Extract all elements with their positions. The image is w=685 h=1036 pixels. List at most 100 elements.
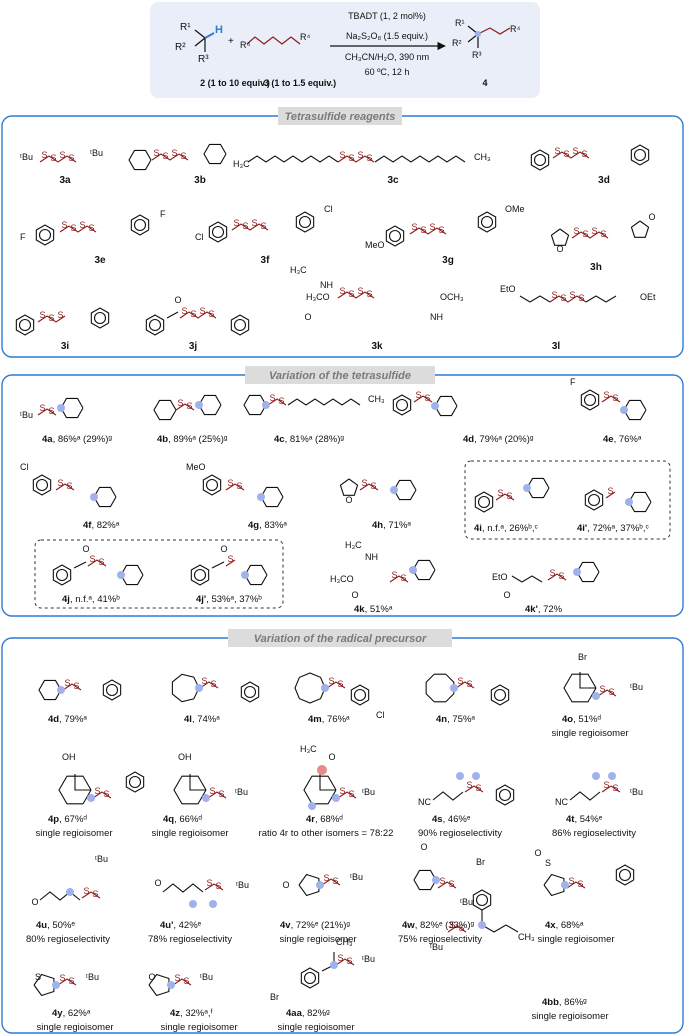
disulfide-4b: [175, 403, 195, 411]
fluorine: F: [570, 377, 576, 387]
product-4x-label: 4x, 68%ᵃ: [545, 920, 584, 931]
sulfur-atom: S: [180, 151, 186, 161]
aromatic-circle: [148, 318, 162, 332]
sulfone-oxygen: O: [534, 848, 541, 858]
sulfur-atom: S: [57, 478, 63, 488]
sulfur-atom: S: [208, 309, 214, 319]
site-dot-4j-prime: [241, 571, 249, 579]
disulfide-4aa: [335, 958, 355, 966]
site-dot-4f: [90, 493, 98, 501]
product-4o-note: single regioisomer: [551, 728, 628, 739]
condition-oxidant: Na₂S₂O₈ (1.5 equiv.): [346, 31, 428, 41]
site-dot-4r-2: [308, 802, 316, 810]
sulfur-atom: S: [438, 225, 444, 235]
adamantane-bridge-4p: [74, 774, 91, 791]
tbu-group: ᵗBu: [20, 152, 33, 162]
sulfur-atom: S: [59, 973, 65, 983]
site-dot-4i: [523, 484, 531, 492]
sulfur-atom: S: [366, 153, 372, 163]
sulfone-sulfur: S: [545, 858, 551, 868]
disulfide-4i: [495, 493, 515, 501]
reagent-label-3a: 3a: [59, 175, 71, 186]
condition-temp: 60 ºC, 12 h: [365, 67, 410, 77]
product-4v-label: 4v, 72%ᵉ (21%)ᵍ: [280, 920, 350, 931]
sulfur-atom: S: [339, 286, 345, 296]
nitrile-group: NC: [555, 797, 568, 807]
disulfide-4f: [55, 483, 75, 491]
sulfur-atom: S: [549, 568, 555, 578]
sulfur-atom: S: [348, 789, 354, 799]
product-r2: R²: [452, 38, 462, 48]
tetrasulfide-3d: [552, 151, 590, 159]
sulfur-atom: S: [201, 676, 207, 686]
sulfur-atom: S: [50, 153, 56, 163]
cyclopentanone-4v: [298, 873, 320, 897]
sulfur-atom: S: [174, 973, 180, 983]
sulfur-atom: S: [411, 222, 417, 232]
sulfur-atom: S: [88, 223, 94, 233]
sulfur-atom: S: [466, 780, 472, 790]
aromatic-circle: [233, 318, 247, 332]
product-4d-t-label: 4d, 79%ᵃ (20%)ᵍ: [463, 434, 534, 445]
condition-catalyst: TBADT (1, 2 mol%): [348, 11, 426, 21]
disulfide-4w: [437, 881, 457, 889]
product-4e-label: 4e, 76%ᵃ: [603, 434, 642, 445]
dashed-box-4i: [464, 460, 671, 540]
bromine: Br: [578, 652, 587, 662]
site-dot-4u-prime-b: [209, 900, 217, 908]
furan-oxygen: O: [648, 212, 655, 222]
sulfur-atom: S: [79, 220, 85, 230]
product-r3: R³: [472, 50, 482, 60]
methoxy-ester: H₃CO: [306, 292, 330, 302]
product-4aa-label: 4aa, 82%ᵍ: [286, 1008, 330, 1019]
sulfolane-ring-4x: [543, 873, 565, 897]
site-dot-4r-ketone: [317, 765, 327, 775]
section-title-precursor: Variation of the radical precursor: [254, 633, 427, 645]
cyclohexane-ring: [203, 143, 227, 165]
product-4z-note: single regioisomer: [160, 1022, 237, 1033]
methyl-group: H₃C: [345, 540, 362, 550]
tbu-group: ᵗBu: [630, 787, 643, 797]
tbu-group: ᵗBu: [90, 148, 103, 158]
chlorine: Cl: [20, 462, 29, 472]
tbu-group: ᵗBu: [362, 954, 375, 964]
methyl-group: CH₃: [518, 932, 535, 942]
benzene-ring: [477, 211, 497, 233]
product-4s-label: 4s, 46%ᵉ: [432, 814, 471, 825]
methyl-group: CH₃: [336, 937, 353, 947]
product-r1: R¹: [455, 18, 465, 28]
sulfur-atom: S: [48, 313, 54, 323]
sulfur-atom: S: [560, 293, 566, 303]
product-4z-label: 4z, 32%ᵃ,ᶠ: [170, 1008, 213, 1019]
sulfur-atom: S: [357, 150, 363, 160]
product-4p-note: single regioisomer: [35, 828, 112, 839]
sulfur-atom: S: [177, 398, 183, 408]
aromatic-circle: [618, 868, 632, 882]
sulfur-atom: S: [558, 571, 564, 581]
ketone-oxygen: O: [420, 842, 427, 852]
methoxy-group: OMe: [505, 204, 525, 214]
aromatic-circle: [211, 225, 225, 239]
benzene-ring: [385, 225, 405, 247]
methyl-group: CH₃: [368, 394, 385, 404]
disulfide-4z: [172, 978, 192, 986]
aromatic-circle: [133, 218, 147, 232]
reactant-2-label: 3 (1 to 1.5 equiv.): [264, 78, 336, 88]
alkyl-chain-3c: [247, 155, 339, 163]
benzene-ring: [630, 144, 650, 166]
tbu-group: ᵗBu: [235, 787, 248, 797]
ester-oxygen: O: [503, 590, 510, 600]
product-4y-label: 4y, 62%ᵃ: [52, 1008, 91, 1019]
reagent-label-3j: 3j: [189, 341, 198, 352]
benzene-ring: [202, 474, 222, 496]
sulfur-atom: S: [612, 393, 618, 403]
tbu-group: ᵗBu: [630, 682, 643, 692]
disulfide-4d-p: [62, 683, 82, 691]
furan-ring-4h: [339, 478, 359, 496]
sulfur-atom: S: [506, 491, 512, 501]
bromine: Br: [476, 857, 485, 867]
tetrasulfide-3l: [549, 295, 587, 303]
aromatic-circle: [35, 478, 49, 492]
product-4j-label: 4j, n.f.ᵃ, 41%ᵇ: [62, 594, 120, 605]
product-4w-note: 75% regioselectivity: [398, 934, 482, 945]
